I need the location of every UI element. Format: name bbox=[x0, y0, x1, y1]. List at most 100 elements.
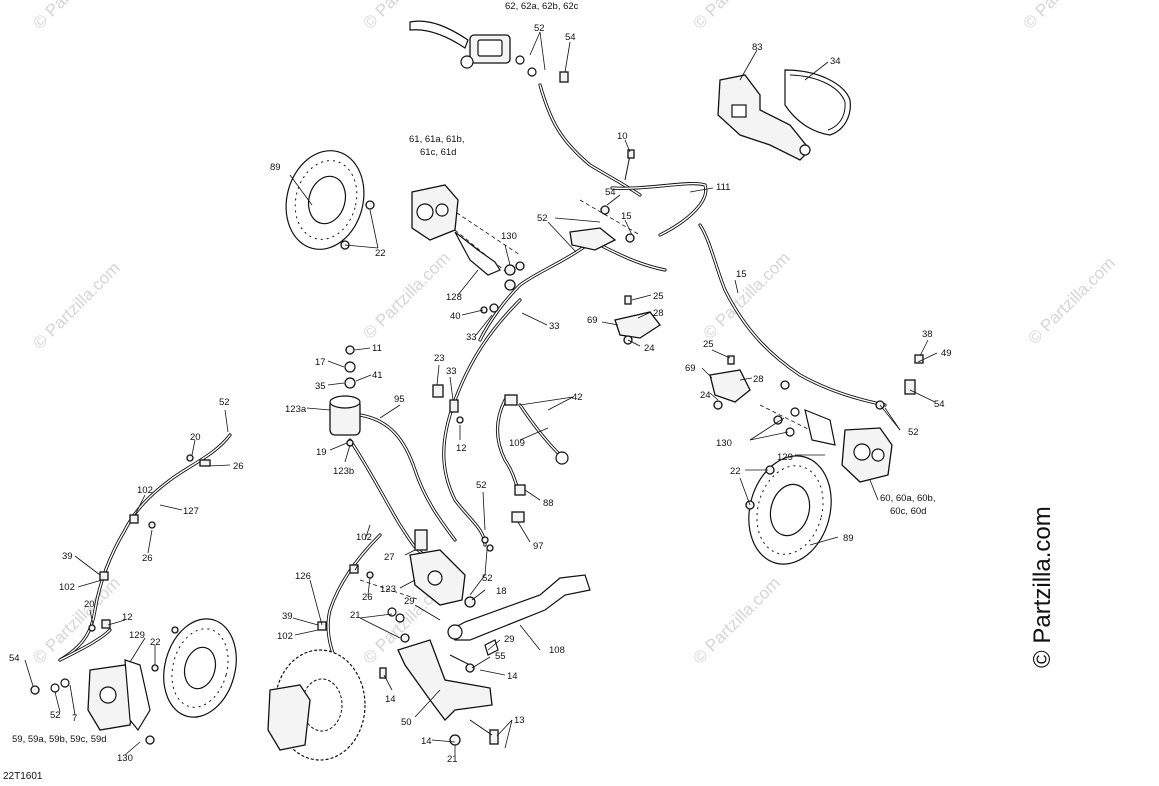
fittings-38-49 bbox=[875, 354, 924, 410]
rear-left-disc bbox=[163, 618, 237, 718]
callout-10: 10 bbox=[617, 131, 628, 142]
callout-39: 39 bbox=[62, 551, 73, 562]
diagram-code: 22T1601 bbox=[3, 771, 43, 782]
callout-42: 42 bbox=[572, 392, 583, 403]
callout-52: 52 bbox=[476, 480, 487, 491]
callout-61: 61, 61a, 61b, bbox=[409, 134, 464, 145]
callout-19: 19 bbox=[316, 447, 327, 458]
front-left-caliper bbox=[411, 184, 525, 291]
bracket-69-lower bbox=[709, 355, 800, 437]
callout-12: 12 bbox=[456, 443, 467, 454]
callout-69: 69 bbox=[587, 315, 598, 326]
junction-block bbox=[569, 205, 635, 251]
callout-130: 130 bbox=[501, 231, 517, 242]
callout-60: 60, 60a, 60b, bbox=[880, 493, 935, 504]
callout-123b: 123b bbox=[333, 466, 354, 477]
callout-130: 130 bbox=[117, 753, 133, 764]
callout-22: 22 bbox=[375, 248, 386, 259]
callout-54: 54 bbox=[565, 32, 576, 43]
callout-54: 54 bbox=[9, 653, 20, 664]
brake-pedal bbox=[447, 574, 591, 656]
callout-123: 123 bbox=[380, 584, 396, 595]
callout-49: 49 bbox=[941, 348, 952, 359]
callout-89: 89 bbox=[843, 533, 854, 544]
callout-24: 24 bbox=[700, 390, 711, 401]
watermark-text: © Partzilla.com bbox=[1019, 0, 1113, 33]
callout-52: 52 bbox=[219, 397, 230, 408]
callout-leaders bbox=[24, 31, 938, 756]
callout-33: 33 bbox=[446, 366, 457, 377]
callout-26: 26 bbox=[142, 553, 153, 564]
callout-38: 38 bbox=[922, 329, 933, 340]
callout-111: 111 bbox=[716, 182, 730, 193]
callout-55: 55 bbox=[495, 651, 506, 662]
callout-41: 41 bbox=[372, 370, 383, 381]
callout-97: 97 bbox=[533, 541, 544, 552]
callout-13: 13 bbox=[514, 715, 525, 726]
callout-12: 12 bbox=[122, 612, 133, 623]
callout-20: 20 bbox=[84, 599, 95, 610]
callout-17: 17 bbox=[315, 357, 326, 368]
rear-caliper-shaded bbox=[267, 649, 366, 761]
callout-7: 7 bbox=[72, 713, 77, 724]
callout-108: 108 bbox=[549, 645, 565, 656]
rear-master-cylinder bbox=[409, 529, 494, 608]
watermark-text: © Partzilla.com bbox=[1024, 253, 1118, 347]
display-assembly bbox=[717, 69, 851, 161]
callout-83: 83 bbox=[752, 42, 763, 53]
callout-54: 54 bbox=[605, 187, 616, 198]
callout-34: 34 bbox=[830, 56, 841, 67]
callout-123a: 123a bbox=[285, 404, 307, 415]
callout-29: 29 bbox=[504, 634, 515, 645]
callout-62: 62, 62a, 62b, 62c bbox=[505, 1, 579, 12]
callout-35: 35 bbox=[315, 381, 326, 392]
callout-29: 29 bbox=[404, 596, 415, 607]
front-left-disc bbox=[285, 150, 375, 250]
callout-54: 54 bbox=[934, 399, 945, 410]
bracket-69-upper bbox=[614, 295, 661, 345]
callout-126: 126 bbox=[295, 571, 311, 582]
watermark-text: © Partzilla.com bbox=[689, 573, 783, 667]
brand-vertical-text: © Partzilla.com bbox=[1029, 506, 1056, 668]
callout-26: 26 bbox=[233, 461, 244, 472]
fittings-42-109 bbox=[504, 394, 569, 523]
front-right-disc bbox=[745, 455, 832, 565]
callout-27: 27 bbox=[384, 552, 395, 563]
callout-14: 14 bbox=[385, 694, 396, 705]
brake-lines bbox=[58, 83, 887, 672]
callout-15: 15 bbox=[736, 269, 747, 280]
left-rear-clips bbox=[88, 454, 374, 632]
callout-25: 25 bbox=[703, 339, 714, 350]
callout-40: 40 bbox=[450, 311, 461, 322]
callout-14: 14 bbox=[421, 736, 432, 747]
rear-reservoir bbox=[329, 345, 361, 447]
callout-102: 102 bbox=[356, 532, 372, 543]
callout-128: 128 bbox=[446, 292, 462, 303]
callout-21: 21 bbox=[350, 610, 361, 621]
callout-52: 52 bbox=[534, 23, 545, 34]
callout-69: 69 bbox=[685, 363, 696, 374]
watermark-layer: © Partzilla.com © Partzilla.com © Partzi… bbox=[29, 0, 1118, 668]
callout-89: 89 bbox=[270, 162, 281, 173]
callout-labels: 62, 62a, 62b, 62c 52 54 83 34 10 111 61,… bbox=[9, 1, 952, 765]
front-right-caliper bbox=[804, 409, 893, 483]
callout-52: 52 bbox=[482, 573, 493, 584]
watermark-text: © Partzilla.com bbox=[699, 248, 793, 342]
callout-50: 50 bbox=[401, 717, 412, 728]
callout-21: 21 bbox=[447, 754, 458, 765]
callout-15: 15 bbox=[621, 211, 632, 222]
callout-61c: 61c, 61d bbox=[420, 147, 456, 158]
callout-102: 102 bbox=[137, 485, 153, 496]
callout-11: 11 bbox=[372, 343, 382, 354]
callout-26: 26 bbox=[362, 592, 373, 603]
callout-109: 109 bbox=[509, 438, 525, 449]
callout-127: 127 bbox=[183, 506, 199, 517]
callout-52: 52 bbox=[50, 710, 61, 721]
callout-88: 88 bbox=[543, 498, 554, 509]
bolt-10 bbox=[624, 149, 635, 181]
callout-23: 23 bbox=[434, 353, 445, 364]
watermark-text: © Partzilla.com bbox=[29, 0, 123, 33]
callout-52: 52 bbox=[537, 213, 548, 224]
callout-25: 25 bbox=[653, 291, 664, 302]
